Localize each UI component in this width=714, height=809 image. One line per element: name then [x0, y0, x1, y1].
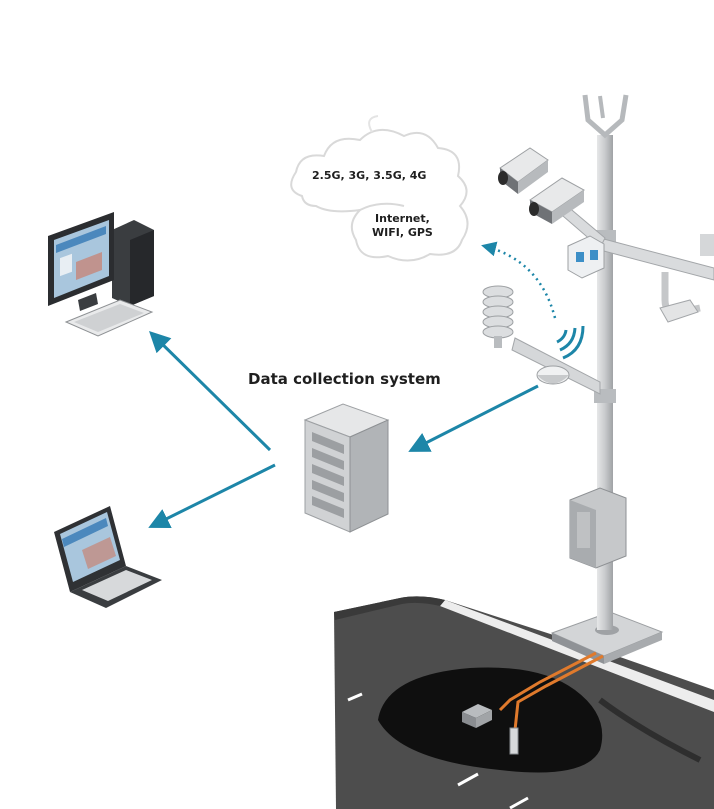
wireless-uplink-arrow [481, 241, 557, 319]
arrow-server-to-desktop [149, 331, 272, 452]
wifi-signal-icon [556, 325, 585, 360]
arrow-server-to-laptop [148, 463, 276, 528]
cloud-network-label: 2.5G, 3G, 3.5G, 4G [312, 169, 427, 182]
camera-icon-2 [529, 177, 585, 224]
sensor-cables [498, 651, 604, 731]
cloud-services-line-1: Internet, [375, 212, 430, 225]
road-sensor-icon [462, 704, 519, 755]
camera-icon [498, 147, 549, 194]
cloud-services-line-2: WIFI, GPS [372, 226, 433, 239]
radiation-shield-icon [482, 285, 514, 348]
desktop-computer-icon [48, 212, 154, 337]
cloud-services-label: Internet, WIFI, GPS [372, 212, 433, 240]
arrow-station-to-server [408, 384, 539, 452]
transmitter-icon [536, 365, 570, 385]
laptop-icon [54, 506, 162, 608]
diagram-title: Data collection system [248, 370, 441, 388]
light-sensor-icon [567, 235, 605, 279]
cloud-icon [290, 115, 469, 262]
road [334, 596, 714, 809]
server-cabinet-icon [303, 403, 390, 533]
